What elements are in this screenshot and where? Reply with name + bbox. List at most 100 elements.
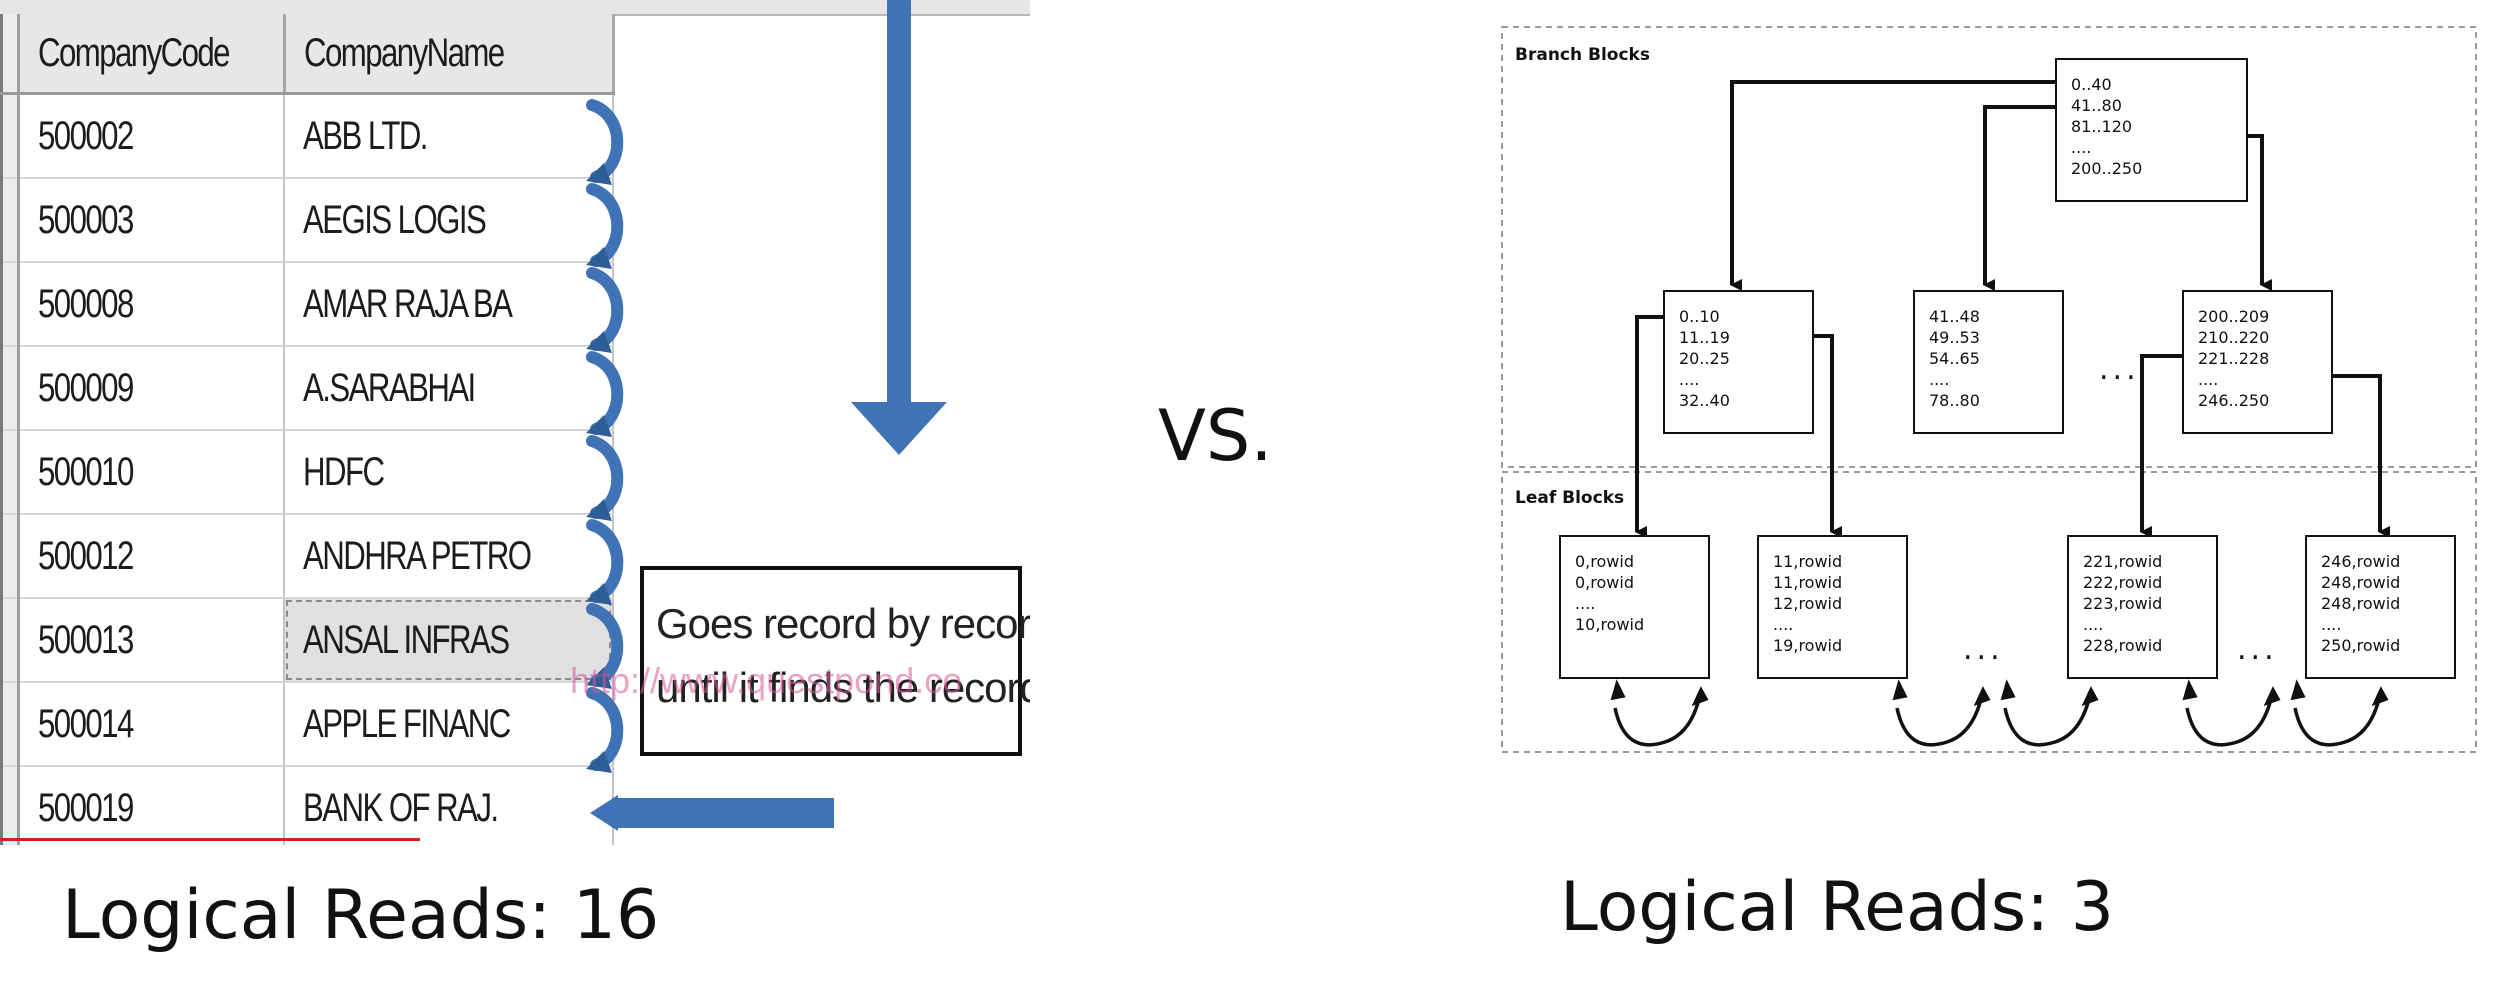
cell-company-name[interactable]: A.SARABHAI (284, 346, 615, 431)
branch-3-range-1: 200..209 (2198, 307, 2270, 326)
cell-company-code[interactable]: 500014 (18, 682, 286, 767)
row-hop-arrows (586, 99, 624, 773)
leaf-blocks-label: Leaf Blocks (1515, 488, 1625, 508)
leaf-1-entry-ellipsis: .... (1575, 594, 1596, 613)
leaf-4-entry-5: 250,rowid (2321, 636, 2401, 655)
root-range-5: 200..250 (2071, 159, 2143, 178)
cell-company-code[interactable]: 500010 (18, 430, 286, 515)
leaf-2-entry-2: 11,rowid (1773, 573, 1843, 592)
cell-company-code[interactable]: 500009 (18, 346, 286, 431)
column-header-companycode[interactable]: CompanyCode (18, 14, 286, 95)
cell-company-name[interactable]: APPLE FINANC (284, 682, 615, 767)
cell-company-name[interactable]: BANK OF RAJ. (284, 766, 615, 845)
btree-diagram: Branch Blocks Leaf Blocks 0..40 41..80 8… (1495, 20, 2485, 760)
leaf-node-1: 0,rowid 0,rowid .... 10,rowid (1559, 535, 1710, 679)
connector-branch-1-to-leaf-2 (1814, 334, 1842, 538)
cell-company-code[interactable]: 500012 (18, 514, 286, 599)
scan-arrow-head (851, 402, 947, 455)
row-header-cell[interactable] (0, 178, 20, 263)
leaf-node-4: 246,rowid 248,rowid 248,rowid .... 250,r… (2305, 535, 2456, 679)
leaf-4-entry-2: 248,rowid (2321, 573, 2401, 592)
row-header-cell[interactable] (0, 93, 20, 179)
row-header-cell[interactable] (0, 262, 20, 347)
branch-2-range-5: 78..80 (1929, 391, 1980, 410)
vs-label: VS. (1158, 395, 1273, 477)
leaf-1-entry-2: 0,rowid (1575, 573, 1634, 592)
row-header-cell[interactable] (0, 598, 20, 683)
root-range-1: 0..40 (2071, 75, 2112, 94)
column-header-companyname[interactable]: CompanyName (284, 14, 615, 95)
leaf-2-entry-ellipsis: .... (1773, 615, 1794, 634)
row-hop-arrow-head (586, 415, 612, 437)
branch-3-range-3: 221..228 (2198, 349, 2270, 368)
branch-node-2: 41..48 49..53 54..65 .... 78..80 (1913, 290, 2064, 434)
found-record-arrow (590, 795, 834, 831)
branch-1-range-ellipsis: .... (1679, 370, 1700, 389)
connector-root-to-branch-3 (2248, 134, 2272, 291)
row-header-cell[interactable] (0, 514, 20, 599)
root-range-3: 81..120 (2071, 117, 2133, 136)
leaf-2-entry-5: 19,rowid (1773, 636, 1843, 655)
scan-arrow-shaft (887, 0, 911, 402)
branch-2-range-2: 49..53 (1929, 328, 1980, 347)
branch-2-range-1: 41..48 (1929, 307, 1980, 326)
cell-company-code[interactable]: 500013 (18, 598, 286, 683)
cell-company-name[interactable]: HDFC (284, 430, 615, 515)
cell-company-name[interactable]: ABB LTD. (284, 93, 615, 179)
watermark-text: http://www.questpond.co (570, 660, 963, 701)
root-range-ellipsis: .... (2071, 138, 2092, 157)
leaf-1-entry-1: 0,rowid (1575, 552, 1634, 571)
connector-root-to-branch-2 (1983, 105, 2055, 291)
branch-ellipsis: ... (2099, 352, 2140, 387)
branch-node-1: 0..10 11..19 20..25 .... 32..40 (1663, 290, 1814, 434)
root-node: 0..40 41..80 81..120 .... 200..250 (2055, 58, 2248, 202)
connector-branch-3-to-leaf-3 (2140, 354, 2182, 538)
cell-company-code[interactable]: 500003 (18, 178, 286, 263)
cell-company-name[interactable]: AMAR RAJA BA (284, 262, 615, 347)
leaf-4-entry-ellipsis: .... (2321, 615, 2342, 634)
logical-reads-left: Logical Reads: 16 (62, 876, 660, 955)
row-header-cell[interactable] (0, 430, 20, 515)
cell-company-name[interactable]: ANDHRA PETRO (284, 514, 615, 599)
leaf-4-entry-3: 248,rowid (2321, 594, 2401, 613)
leaf-3-entry-3: 223,rowid (2083, 594, 2163, 613)
root-range-2: 41..80 (2071, 96, 2122, 115)
leaf-2-entry-3: 12,rowid (1773, 594, 1843, 613)
row-hop-arrow-head (586, 499, 612, 521)
branch-2-range-ellipsis: .... (1929, 370, 1950, 389)
row-hop-arrow-head (586, 667, 612, 689)
cell-company-code[interactable]: 500008 (18, 262, 286, 347)
branch-node-3: 200..209 210..220 221..228 .... 246..250 (2182, 290, 2333, 434)
leaf-3-entry-ellipsis: .... (2083, 615, 2104, 634)
leaf-3-entry-2: 222,rowid (2083, 573, 2163, 592)
row-header-cell (0, 14, 20, 95)
scan-arrows-overlay (586, 0, 947, 831)
callout-line-1: Goes record by record (656, 600, 1030, 647)
leaf-blocks-zone (1501, 471, 2477, 753)
cell-company-code[interactable]: 500019 (18, 766, 286, 845)
scan-callout: Goes record by record until it finds the… (640, 566, 1030, 756)
cell-company-name[interactable]: ANSAL INFRAS (284, 598, 615, 683)
row-header-cell[interactable] (0, 682, 20, 767)
row-header-cell[interactable] (0, 346, 20, 431)
branch-2-range-3: 54..65 (1929, 349, 1980, 368)
leaf-4-entry-1: 246,rowid (2321, 552, 2401, 571)
row-header-cell[interactable] (0, 766, 20, 845)
branch-3-range-ellipsis: .... (2198, 370, 2219, 389)
cell-company-name[interactable]: AEGIS LOGIS (284, 178, 615, 263)
cell-company-code[interactable]: 500002 (18, 93, 286, 179)
branch-1-range-5: 32..40 (1679, 391, 1730, 410)
leaf-3-entry-5: 228,rowid (2083, 636, 2163, 655)
connector-root-to-branch-1 (1730, 80, 2055, 291)
connector-branch-1-to-leaf-1 (1635, 315, 1663, 538)
